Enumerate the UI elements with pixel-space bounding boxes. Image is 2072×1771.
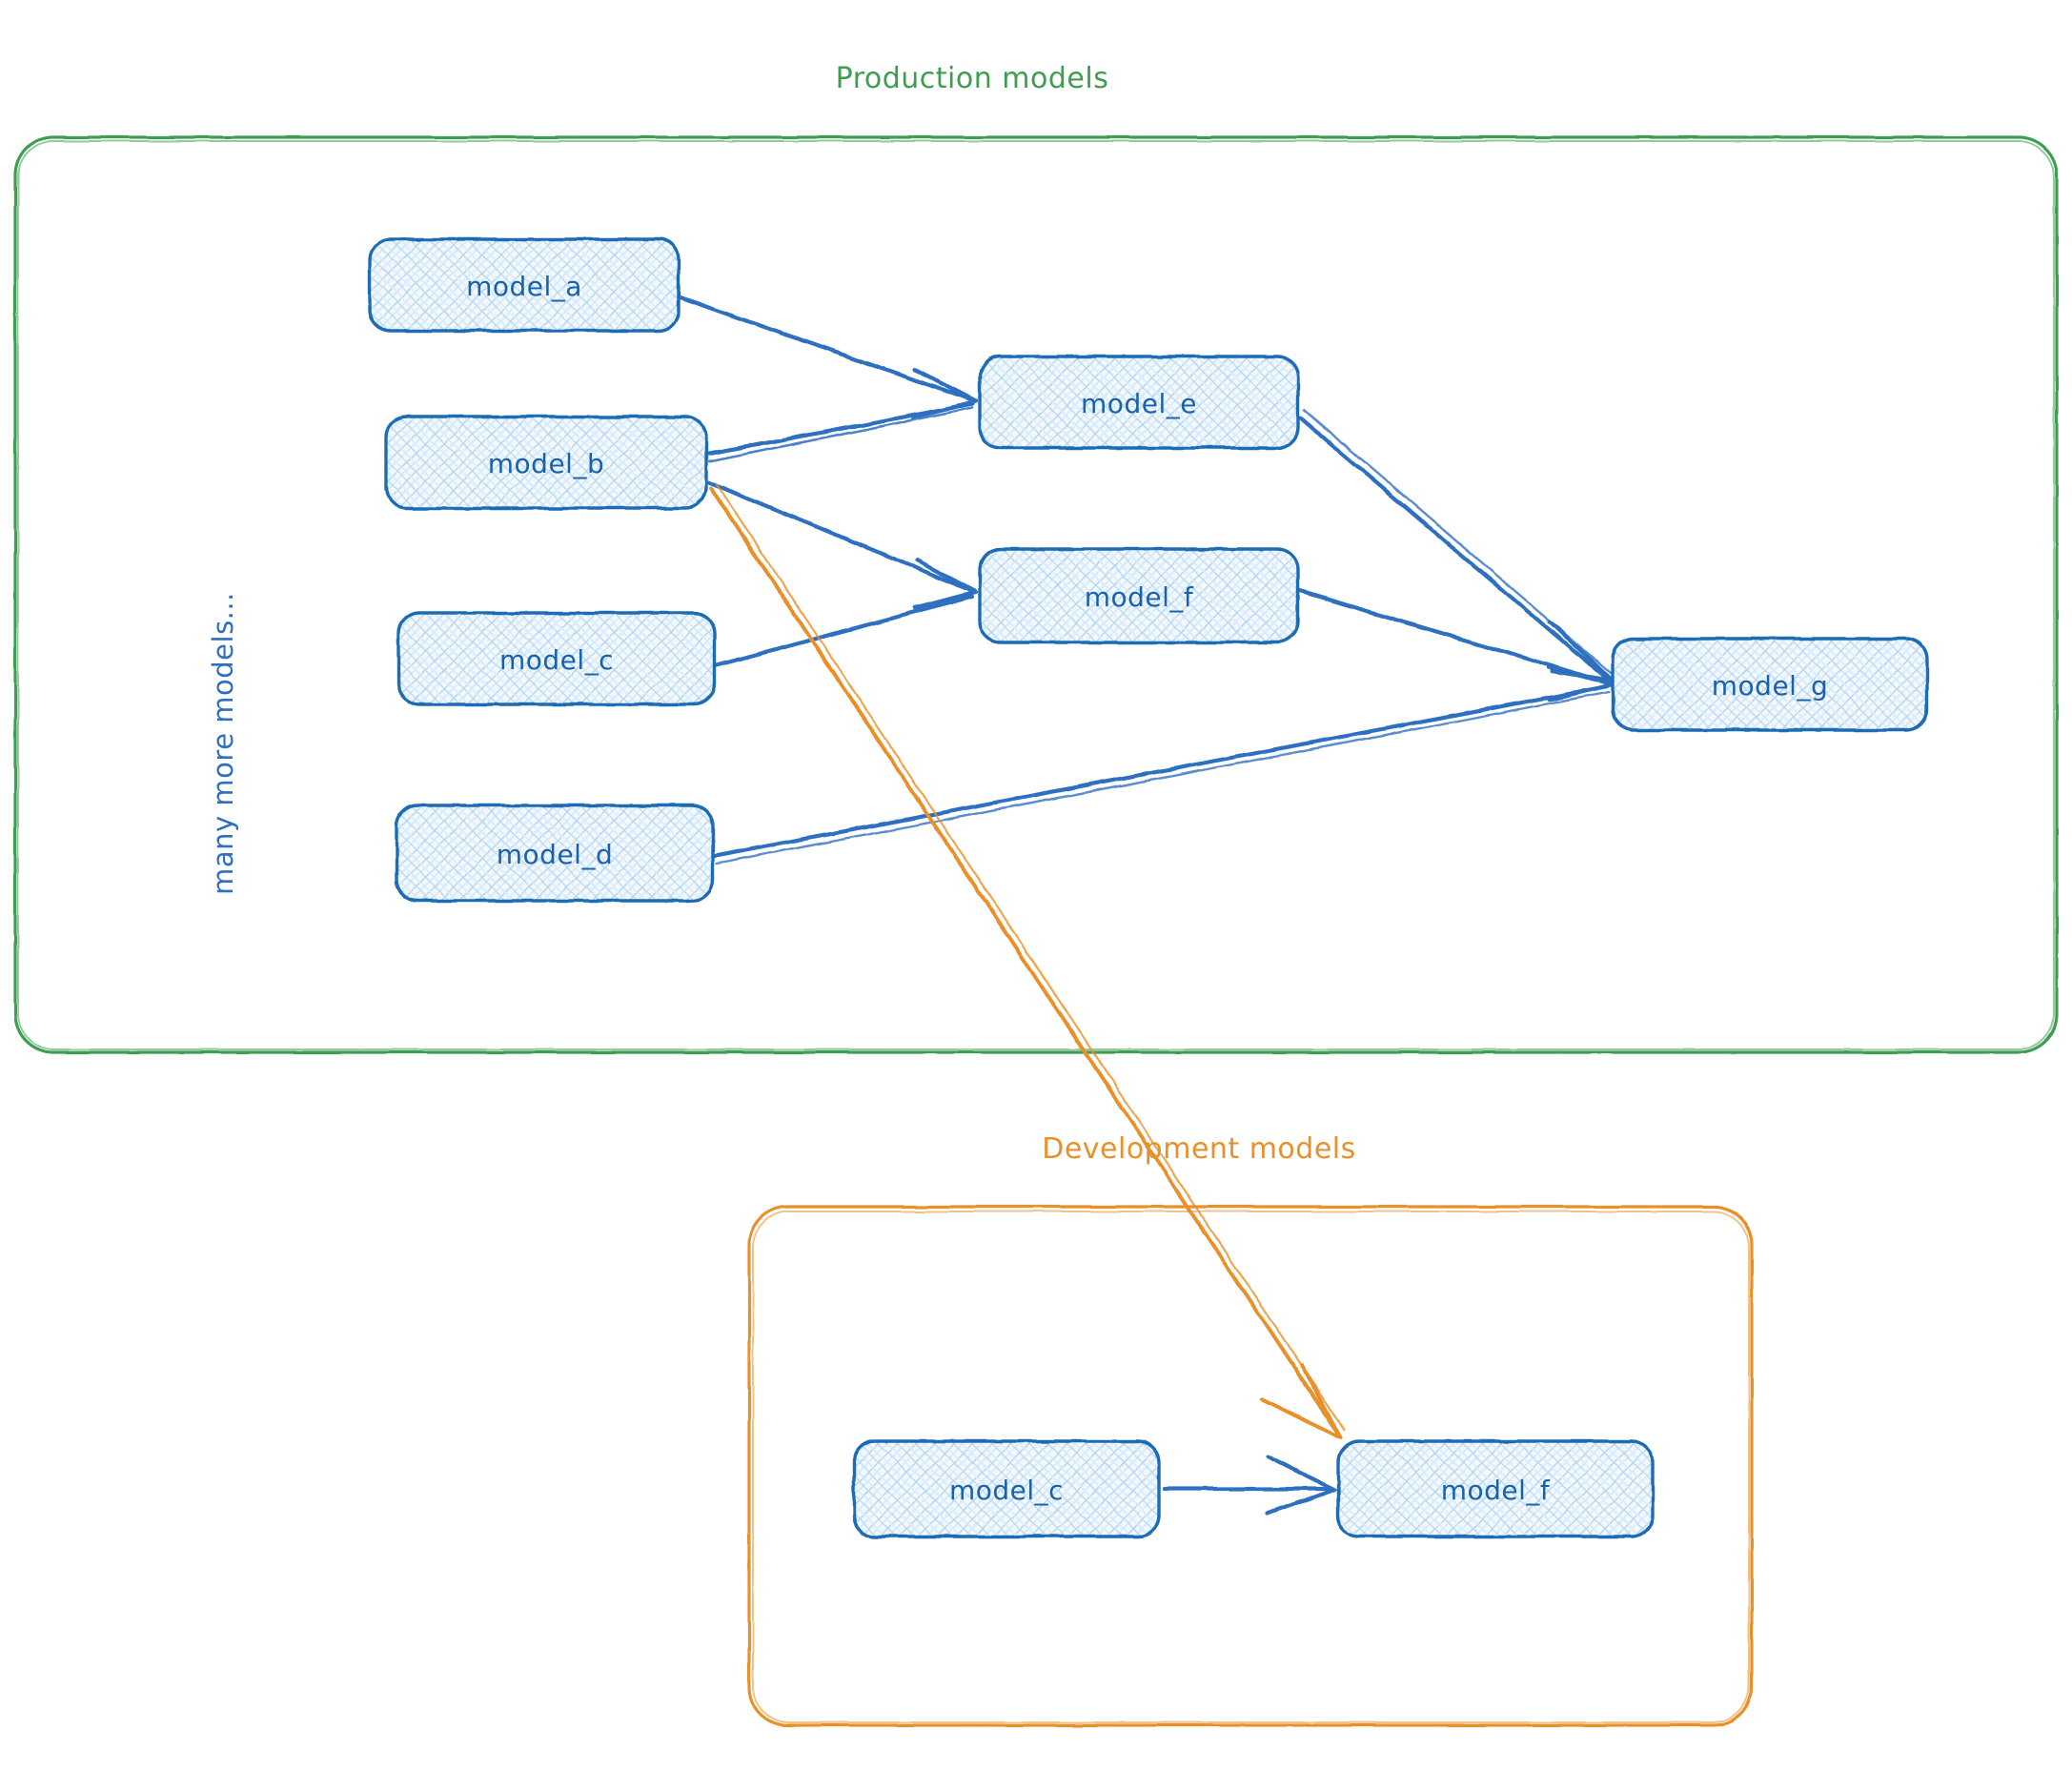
node-prod-model-f[interactable]: model_f — [978, 547, 1300, 644]
edge-d-g — [712, 683, 1611, 865]
edge-c-f — [714, 594, 975, 668]
edge-e-g — [1297, 408, 1615, 683]
node-label: model_b — [488, 448, 604, 479]
production-group-title: Production models — [836, 62, 1109, 95]
node-prod-model-b[interactable]: model_b — [384, 415, 708, 510]
node-label: model_f — [1085, 581, 1194, 613]
node-dev-model-f[interactable]: model_f — [1336, 1439, 1655, 1538]
edge-a-e — [678, 295, 979, 420]
node-dev-model-c[interactable]: model_c — [852, 1439, 1161, 1538]
edge-devc-devf — [1162, 1454, 1337, 1517]
node-label: model_c — [949, 1475, 1064, 1506]
many-more-models-label: many more models... — [207, 592, 239, 895]
node-prod-model-a[interactable]: model_a — [368, 237, 681, 333]
edge-b-devf — [709, 482, 1346, 1439]
node-prod-model-d[interactable]: model_d — [395, 804, 715, 903]
node-label: model_c — [499, 644, 614, 676]
node-label: model_a — [466, 271, 582, 302]
group-production-container — [13, 135, 2059, 1054]
node-label: model_d — [497, 839, 613, 870]
node-prod-model-e[interactable]: model_e — [978, 355, 1300, 450]
edge-b-f — [706, 479, 979, 611]
node-label: model_f — [1441, 1475, 1551, 1506]
node-label: model_g — [1712, 670, 1828, 702]
node-prod-model-g[interactable]: model_g — [1611, 637, 1929, 732]
group-development-container — [747, 1205, 1754, 1727]
node-label: model_e — [1081, 388, 1197, 419]
edge-b-e — [706, 401, 975, 463]
development-group-title: Development models — [1042, 1132, 1356, 1166]
edges-layer — [678, 295, 1615, 1517]
node-prod-model-c[interactable]: model_c — [396, 611, 717, 706]
